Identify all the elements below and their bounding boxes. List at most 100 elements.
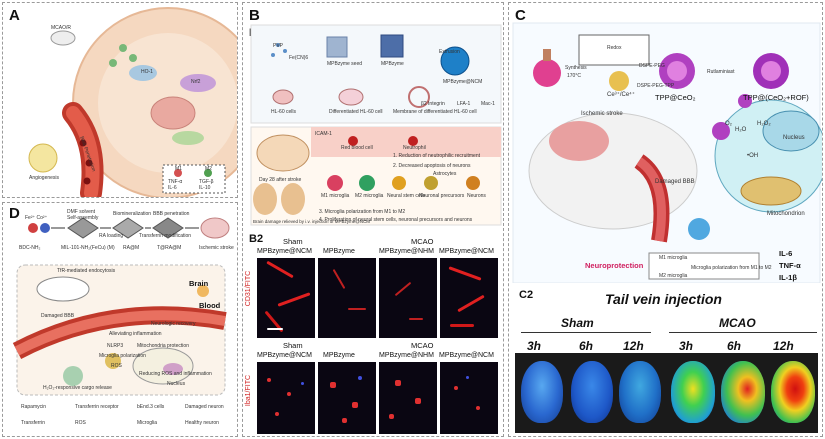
c1-text-mitochondrion: Mitochondrion (767, 211, 805, 217)
b1-text-precursors: Neuronal precursors (419, 193, 465, 199)
c2-underline-mcao (669, 332, 817, 333)
d-text-tram: T@RA@M (157, 245, 182, 251)
c1-text-redox: Redox (607, 45, 622, 51)
b1-text-day28: Day 28 after stroke (259, 177, 302, 183)
c1-text-tnfa: TNF-α (779, 261, 801, 270)
b1-text-mpbzyme-ncm: MPBzyme@NCM (443, 79, 483, 85)
panel-d-synthesis-illustration (28, 217, 230, 239)
b1-text-membrane: Membrane of differentiated HL-60 cell (393, 109, 477, 115)
b1-text-neutrophil: Neutrophil (403, 145, 426, 151)
panel-a-label: A (9, 7, 20, 24)
c1-text-polarization: Microglia polarization from M1 to M2 (691, 265, 772, 271)
a-text-il10: IL-10 (199, 185, 211, 191)
b2-image-r1c4 (440, 258, 498, 338)
d-legend-transferrin: Transferrin (21, 420, 45, 426)
d-legend: Rapamycin Transferrin receptor bEnd.3 ce… (13, 402, 231, 432)
b1-text-step2: 2. Decreased apoptosis of neurons (393, 163, 471, 169)
a-text-ho1: HO-1 (141, 69, 153, 75)
panel-d-label: D (9, 205, 20, 222)
b2-stain-iba1: Iba1/FITC (245, 374, 253, 407)
b1-text-step4: 4. Proliferation of neural stem cells, n… (319, 217, 473, 223)
c2-brain-mcao-12h (771, 361, 815, 423)
b1-text-mpbzyme: MPBzyme (381, 61, 404, 67)
c1-text-h2o2: H₂O₂ (757, 121, 771, 127)
panel-d: D Fe²⁺ Co²⁺ BDC-NH₂ MIL-101-NH₂(FeCu) (M… (2, 202, 238, 437)
b2-image-r1c1 (257, 258, 315, 338)
c2-brain-sham-6h (571, 361, 613, 423)
d-text-bdc: BDC-NH₂ (19, 245, 41, 251)
b2-col2-r2: MPBzyme (323, 352, 355, 359)
b2-col1-r1: MPBzyme@NCM (257, 248, 312, 255)
d-text-nlrp3: NLRP3 (107, 343, 124, 349)
b2-image-r1c3 (379, 258, 437, 338)
d-legend-rapamycin: Rapamycin (21, 404, 47, 410)
d-text-mito: Mitochondria protection (137, 343, 189, 349)
b2-image-r2c2 (318, 362, 376, 434)
b2-col2-r1: MPBzyme (323, 248, 355, 255)
panel-c: C C1 Synthesis 170°C Redox Ce³⁺/Ce⁴⁺ DSP… (508, 2, 823, 437)
c1-text-synthesis: Synthesis (565, 65, 587, 71)
c1-text-il6: IL-6 (779, 249, 793, 258)
c1-text-dspe: DSPE-PEG (639, 63, 665, 69)
b2-image-r2c4 (440, 362, 498, 434)
a-text-angiogenesis: Angiogenesis (29, 175, 60, 181)
panel-a-illustration (28, 7, 237, 197)
b1-text-m2: M2 microglia (355, 193, 384, 199)
b1-text-seed: MPBzyme seed (327, 61, 363, 67)
panel-b2-label: B2 (249, 233, 264, 245)
b1-text-neurons: Neurons (467, 193, 486, 199)
c2-time-2: 6h (579, 339, 594, 353)
a-text-m1: M1 (175, 166, 182, 172)
c2-group-sham: Sham (561, 316, 594, 330)
panel-c2-label: C2 (519, 289, 534, 301)
c1-text-neuroprotection: Neuroprotection (585, 261, 644, 270)
b1-text-b2-integrin: β2 Integrin (421, 101, 445, 107)
c2-time-4: 3h (679, 339, 694, 353)
c1-text-nucleus: Nucleus (783, 135, 805, 141)
d-text-tf-mod: Transferrin modification (139, 233, 192, 239)
b2-group-sham-1: Sham (283, 237, 303, 246)
b1-text-rbc: Red blood cell (341, 145, 373, 151)
c2-brain-sham-12h (619, 361, 661, 423)
b2-col3-r1: MPBzyme@NHM (379, 248, 434, 255)
c2-time-1: 3h (527, 339, 542, 353)
c2-underline-sham (521, 332, 651, 333)
d-legend-tfr: Transferrin receptor (75, 404, 119, 410)
d-text-mil: MIL-101-NH₂(FeCu) (M) (61, 245, 115, 251)
d-text-alleviate: Alleviating inflammation (109, 331, 162, 337)
b1-text-pvp: PVP (273, 43, 284, 49)
d-text-ions: Fe²⁺ Co²⁺ (25, 215, 48, 221)
b1-text-diff-hl60: Differentiated HL-60 cell (329, 109, 383, 115)
d-text-self-assembly: Self-assembly (67, 215, 99, 221)
d-text-tfr: TfR-mediated endocytosis (57, 268, 116, 274)
b1-text-astrocytes: Astrocytes (433, 171, 457, 177)
d-legend-ros: ROS (75, 420, 86, 426)
c1-text-dspe-tpp: DSPE-PEG-TPP (637, 83, 675, 89)
b1-text-lfa1: LFA-1 (457, 101, 471, 107)
b1-text-step1: 1. Reduction of neutrophilic recruitment (393, 153, 480, 159)
d-text-stroke: Ischemic stroke (199, 245, 234, 251)
b1-text-fecn: Fe(CN)6 (289, 55, 309, 61)
c1-text-h2o: H₂O (735, 127, 747, 133)
a-text-mcao: MCAO/R (51, 25, 71, 31)
c1-text-oh: •OH (747, 153, 759, 159)
c2-time-6: 12h (773, 339, 794, 353)
a-text-il6: IL-6 (168, 185, 177, 191)
b1-text-mac1: Mac-1 (481, 101, 495, 107)
a-text-tgf: TGF-β (199, 179, 214, 185)
d-text-dmf: DMF solvent (67, 209, 96, 215)
b2-stain-cd31: CD31/FITC (245, 270, 253, 307)
c1-text-m1: M1 microglia (659, 255, 688, 261)
d-text-biomin: Biomineralization (113, 211, 152, 217)
c2-brain-sham-3h (521, 361, 563, 423)
a-text-nrf2: Nrf2 (191, 79, 201, 85)
d-text-ra-loading: RA loading (99, 233, 124, 239)
c2-group-mcao: MCAO (719, 316, 756, 330)
b2-image-r2c1 (257, 362, 315, 434)
b1-text-brain-relieved: Brain damage relieved by i.v. injection … (253, 219, 371, 224)
panel-c-label: C (515, 7, 526, 24)
panel-c1-illustration (512, 22, 822, 283)
d-legend-microglia: Microglia (137, 420, 158, 426)
b1-text-step3: 3. Microglia polarization from M1 to M2 (319, 209, 406, 215)
b2-group-mcao-2: MCAO (411, 341, 434, 350)
